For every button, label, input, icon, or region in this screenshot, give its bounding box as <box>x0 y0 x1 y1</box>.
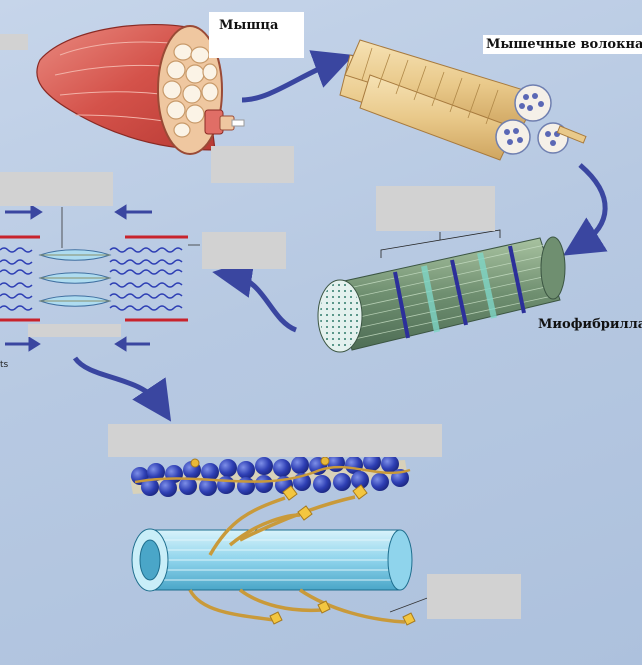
blank-label-box-3 <box>0 172 113 206</box>
myofibril-label: Миофибрилла <box>538 317 642 332</box>
muscle-label: Мышца <box>209 12 304 58</box>
arrow-fibers-to-myofibril <box>563 163 608 256</box>
muscle-illustration <box>36 23 245 155</box>
blank-label-box-4 <box>202 232 286 269</box>
myofibril-illustration <box>317 229 566 353</box>
muscle-fibers-label: Мышечные волокна <box>483 35 642 54</box>
arrow-myofibril-to-sarcomere <box>212 258 298 333</box>
blank-label-box-5 <box>28 324 121 337</box>
muscle-fibers-illustration <box>339 39 587 161</box>
edge-text-fragment: ts <box>0 360 9 370</box>
sarcomere-illustration <box>0 204 200 352</box>
filaments-illustration <box>130 446 431 626</box>
arrow-sarcomere-to-filaments <box>72 356 172 422</box>
blank-label-box-1 <box>211 146 294 183</box>
edge-label-box <box>0 34 28 50</box>
arrow-muscle-to-fibers <box>241 50 354 103</box>
blank-label-box-7 <box>427 574 521 619</box>
blank-label-box-2 <box>376 186 495 231</box>
blank-label-box-6 <box>108 424 442 457</box>
